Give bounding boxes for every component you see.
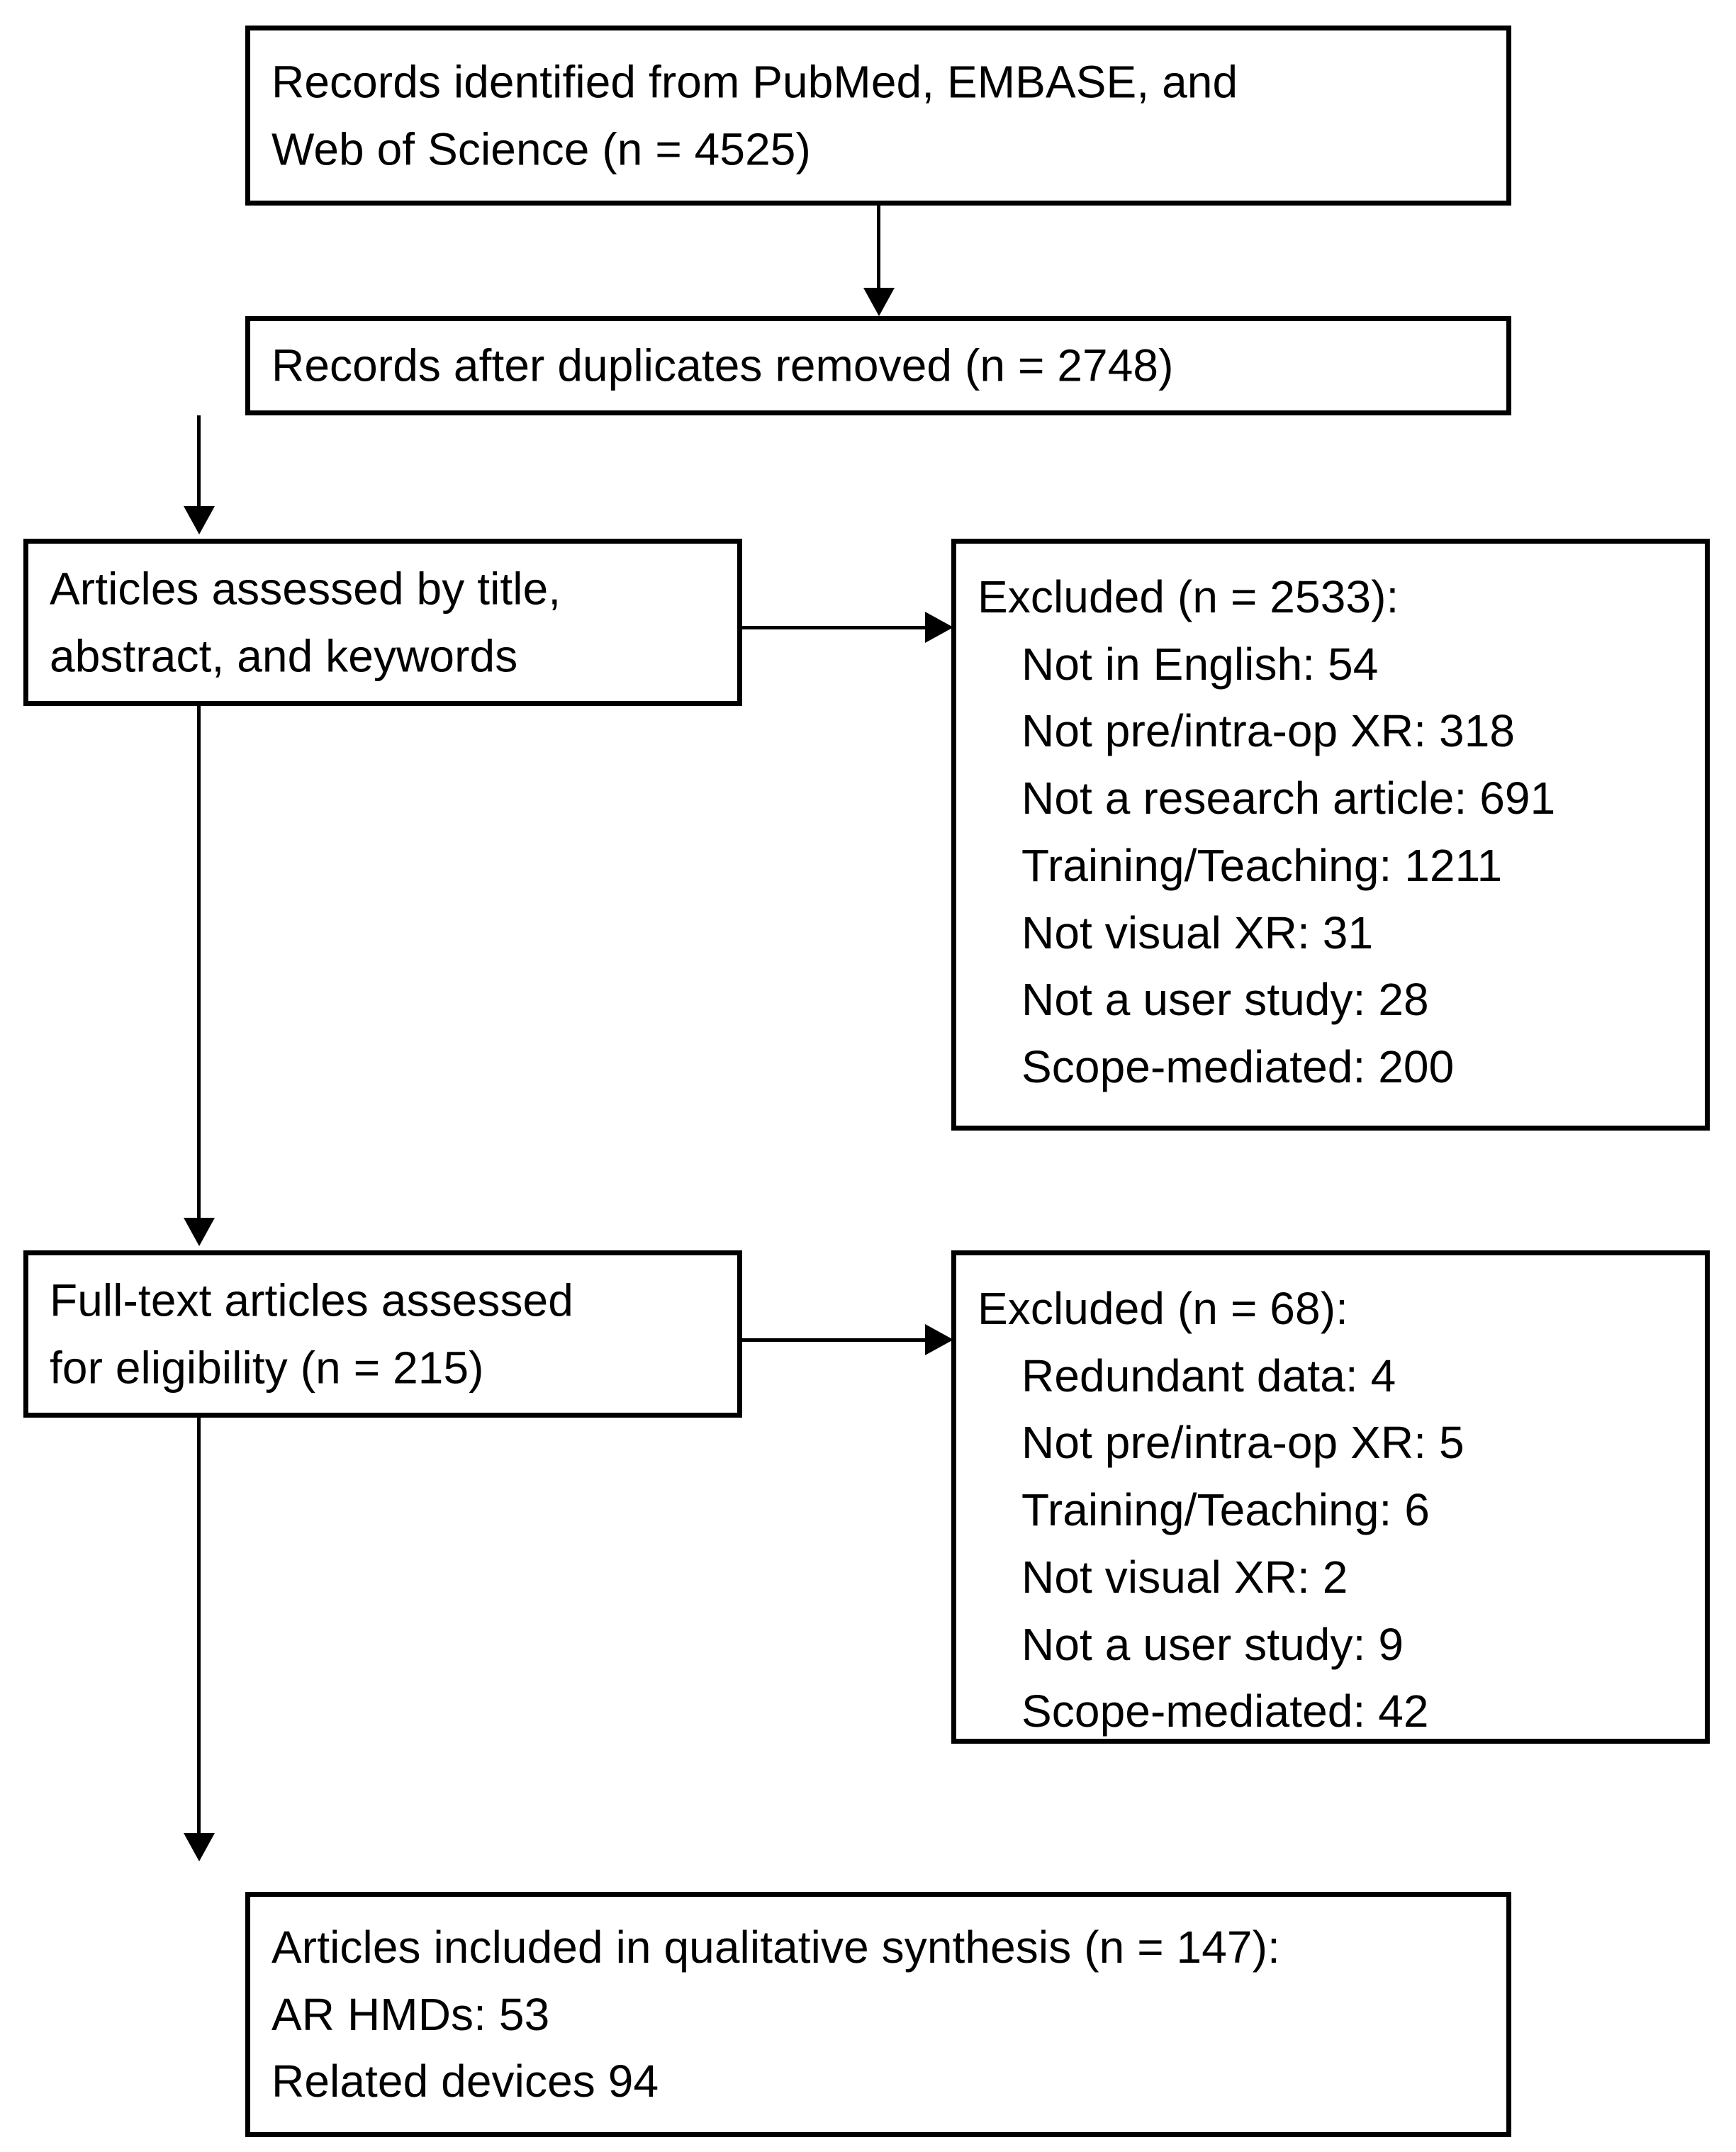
connector-identified-to-after-duplicates-arrowhead <box>863 288 895 316</box>
records-identified-line-1: Records identified from PubMed, EMBASE, … <box>271 56 1238 108</box>
excluded-screening-item-3: Training/Teaching: 1211 <box>1021 839 1503 891</box>
box-articles-screened: Articles assessed by title, abstract, an… <box>23 539 742 706</box>
fulltext-assessed-line-2: for eligibility (n = 215) <box>50 1342 484 1393</box>
excluded-fulltext-header: Excluded (n = 68): <box>978 1283 1348 1334</box>
connector-fulltext-to-included-line <box>197 1418 201 1836</box>
excluded-fulltext-item-3: Not visual XR: 2 <box>1021 1551 1348 1603</box>
excluded-screening-item-2: Not a research article: 691 <box>1021 773 1556 824</box>
connector-identified-to-after-duplicates-line <box>877 206 880 291</box>
connector-screened-to-fulltext-line <box>197 706 201 1221</box>
connector-fulltext-to-excluded-arrowhead <box>925 1324 953 1355</box>
articles-screened-line-1: Articles assessed by title, <box>50 563 561 615</box>
articles-included-line-3: Related devices 94 <box>271 2056 659 2107</box>
excluded-screening-header: Excluded (n = 2533): <box>978 571 1399 622</box>
excluded-fulltext-item-0: Redundant data: 4 <box>1021 1350 1396 1401</box>
excluded-screening-item-5: Not a user study: 28 <box>1021 974 1429 1026</box>
articles-included-line-2: AR HMDs: 53 <box>271 1988 550 2040</box>
box-fulltext-assessed: Full-text articles assessed for eligibil… <box>23 1250 742 1418</box>
excluded-screening-item-4: Not visual XR: 31 <box>1021 907 1374 958</box>
connector-screened-to-fulltext-arrowhead <box>184 1218 215 1246</box>
excluded-fulltext-item-2: Training/Teaching: 6 <box>1021 1484 1430 1536</box>
excluded-screening-item-1: Not pre/intra-op XR: 318 <box>1021 705 1516 757</box>
excluded-fulltext-item-5: Scope-mediated: 42 <box>1021 1686 1429 1737</box>
excluded-screening-item-0: Not in English: 54 <box>1021 638 1379 690</box>
records-identified-line-2: Web of Science (n = 4525) <box>271 123 811 174</box>
box-records-after-duplicates: Records after duplicates removed (n = 27… <box>245 316 1511 415</box>
connector-screened-to-excluded-arrowhead <box>925 612 953 643</box>
articles-included-line-1: Articles included in qualitative synthes… <box>271 1921 1280 1973</box>
excluded-screening-item-6: Scope-mediated: 200 <box>1021 1041 1455 1093</box>
articles-screened-line-2: abstract, and keywords <box>50 630 518 681</box>
box-records-identified: Records identified from PubMed, EMBASE, … <box>245 26 1511 206</box>
connector-after-duplicates-to-screened-line <box>197 415 201 509</box>
fulltext-assessed-line-1: Full-text articles assessed <box>50 1274 573 1326</box>
box-excluded-screening: Excluded (n = 2533): Not in English: 54 … <box>951 539 1710 1131</box>
connector-after-duplicates-to-screened-arrowhead <box>184 506 215 534</box>
connector-screened-to-excluded-line <box>742 626 928 629</box>
excluded-fulltext-item-4: Not a user study: 9 <box>1021 1618 1404 1670</box>
records-after-duplicates-line-1: Records after duplicates removed (n = 27… <box>271 340 1174 391</box>
box-excluded-fulltext: Excluded (n = 68): Redundant data: 4 Not… <box>951 1250 1710 1744</box>
excluded-fulltext-item-1: Not pre/intra-op XR: 5 <box>1021 1417 1465 1469</box>
connector-fulltext-to-included-arrowhead <box>184 1833 215 1861</box>
connector-fulltext-to-excluded-line <box>742 1338 928 1342</box>
box-articles-included: Articles included in qualitative synthes… <box>245 1892 1511 2137</box>
